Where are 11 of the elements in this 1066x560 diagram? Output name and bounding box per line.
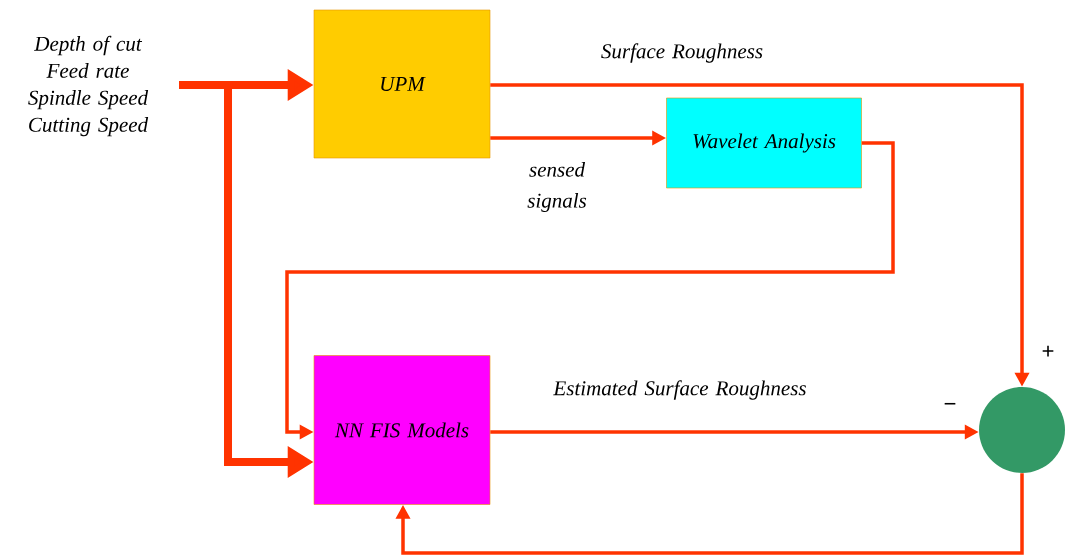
sign-label: −	[944, 402, 956, 405]
edge-label: Estimated Surface Roughness	[553, 380, 806, 400]
sign-label: +	[1042, 345, 1054, 357]
input-list: Depth of cut Feed rate Spindle Speed Cutting Speed	[28, 35, 149, 137]
arrow	[395, 473, 1024, 555]
process-box: Wavelet Analysis	[666, 97, 862, 189]
process-box: NN FIS Models	[313, 355, 491, 505]
process-box: UPM	[313, 9, 491, 159]
edge-label: Surface Roughness	[601, 43, 763, 63]
summing-junction	[979, 387, 1065, 473]
edge-label: sensed signals	[527, 162, 587, 212]
